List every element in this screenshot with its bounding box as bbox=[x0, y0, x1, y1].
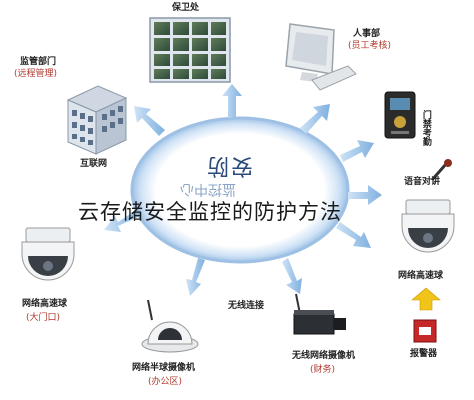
overlay-title: 云存储安全监控的防护方法 bbox=[78, 200, 342, 224]
box-cam-sublabel: (财务) bbox=[310, 365, 336, 375]
arrow-intercom bbox=[348, 185, 382, 205]
supervision-label: 监管部门 bbox=[20, 57, 57, 67]
monitor-wall bbox=[149, 17, 231, 83]
alarm-arrow bbox=[411, 287, 441, 311]
hr-label: 人事部 bbox=[353, 29, 381, 39]
arrow-attendance bbox=[340, 140, 374, 162]
half-dome-camera bbox=[141, 299, 199, 353]
arrow-guard-room bbox=[222, 84, 242, 118]
center-ring bbox=[130, 116, 350, 264]
access-control-device bbox=[384, 91, 416, 139]
attendance-label: 门禁考勤 bbox=[420, 110, 431, 146]
guard-room-label: 保卫处 bbox=[172, 3, 200, 13]
box-camera bbox=[293, 293, 346, 335]
arrow-half-dome bbox=[186, 258, 205, 296]
pc-computer bbox=[285, 23, 357, 91]
hr-sublabel: (员工考核) bbox=[348, 41, 392, 51]
dome-door-sublabel: (大门口) bbox=[26, 313, 61, 323]
supervision-sublabel: (远程管理) bbox=[14, 69, 58, 79]
box-cam-label: 无线网络摄像机 bbox=[292, 351, 356, 361]
dome-right-label: 网络高速球 bbox=[398, 271, 444, 281]
dome-camera-left bbox=[21, 227, 75, 281]
wireless-label: 无线连接 bbox=[228, 301, 265, 311]
office-building bbox=[66, 85, 128, 155]
half-dome-label: 网络半球摄像机 bbox=[132, 363, 196, 373]
arrow-box-cam bbox=[282, 258, 302, 294]
intercom-microphone bbox=[430, 159, 452, 181]
arrow-hr bbox=[300, 104, 330, 134]
arrow-dome-right bbox=[336, 222, 371, 248]
alarm-device bbox=[413, 319, 437, 343]
intercom-label: 语音对讲 bbox=[404, 177, 441, 187]
internet-label: 互联网 bbox=[80, 159, 108, 169]
alarm-label: 报警器 bbox=[410, 349, 438, 359]
half-dome-sublabel: (办公区) bbox=[148, 377, 183, 387]
dome-camera-right bbox=[401, 199, 455, 253]
dome-door-label: 网络高速球 bbox=[22, 299, 68, 309]
arrow-dome-door bbox=[104, 209, 142, 232]
arrow-supervision bbox=[134, 106, 165, 136]
connection-arrows bbox=[104, 84, 382, 296]
